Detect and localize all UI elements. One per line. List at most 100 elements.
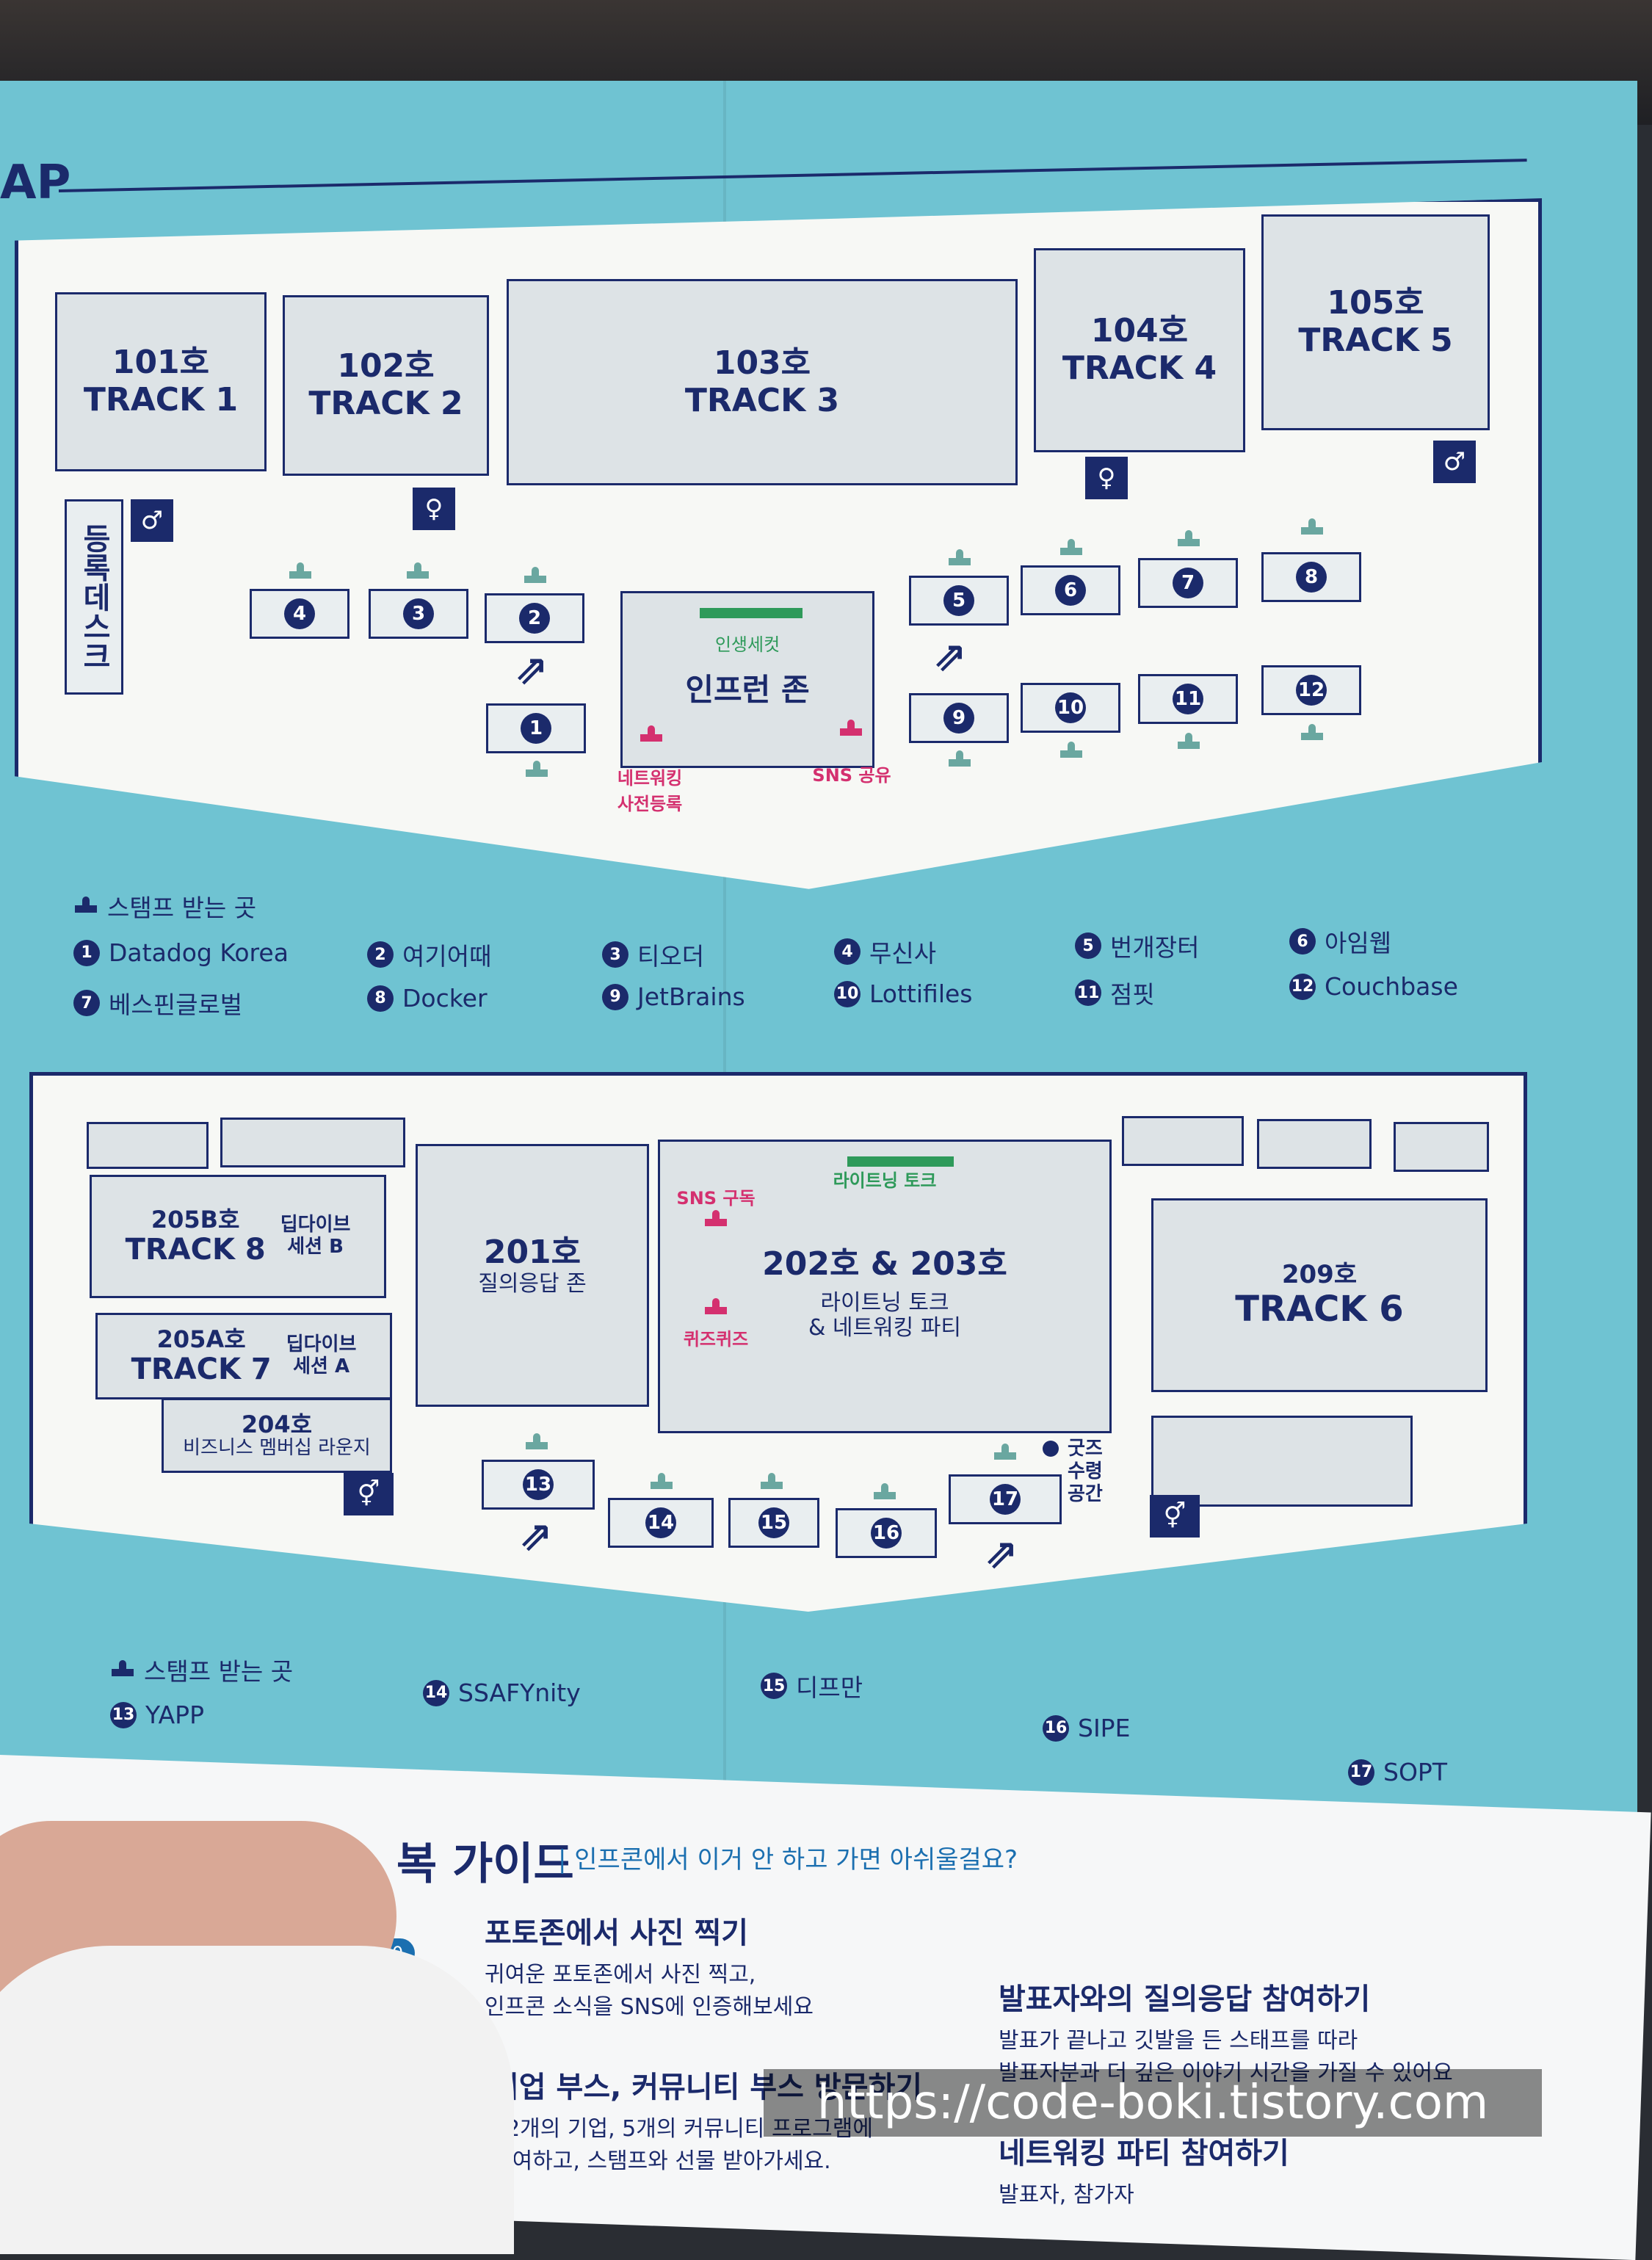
room-204: 204호 비즈니스 멤버십 라운지 (162, 1398, 392, 1473)
sns-share-label: SNS 공유 (812, 765, 891, 786)
restroom-icon: ♂ (131, 499, 173, 542)
room-track: TRACK 6 (1235, 1288, 1404, 1330)
legend-name: 티오더 (637, 942, 705, 971)
room-202-203: 라이트닝 토크 202호 & 203호 라이트닝 토크 & 네트워킹 파티 (658, 1140, 1112, 1433)
registration-desk: 등록데스크 (65, 499, 123, 695)
quiz-label: 퀴즈퀴즈 (683, 1329, 749, 1350)
room-number: 205B호 (151, 1205, 240, 1234)
stamp-icon (947, 549, 972, 568)
room-number: 101호 (112, 344, 210, 382)
stamp-icon (524, 761, 549, 780)
booth-number: 3 (403, 598, 434, 629)
booth-number: 7 (1173, 568, 1203, 598)
legend-number: 8 (367, 985, 394, 1012)
legend-number: 13 (110, 1701, 137, 1728)
booth-11: 11 (1138, 674, 1238, 724)
legend-stamp: 스탬프 받는 곳 (110, 1652, 293, 1687)
stamp-icon (110, 1660, 135, 1679)
room-track: TRACK 4 (1062, 349, 1217, 387)
small-room (1394, 1122, 1489, 1172)
room-105: 105호 TRACK 5 (1261, 214, 1490, 430)
room-sub: 딥다이브 세션 A (286, 1333, 357, 1377)
legend-stamp-label: 스탬프 받는 곳 (107, 894, 257, 922)
room-track: TRACK 3 (684, 381, 840, 419)
legend-item: 8 Docker (367, 984, 488, 1013)
restroom-icon: ♂ (1433, 441, 1476, 483)
booth-17: 17 (949, 1474, 1062, 1524)
sns-follow-label: SNS 구독 (676, 1188, 756, 1209)
legend-number: 6 (1289, 928, 1316, 955)
room-track: TRACK 1 (83, 381, 239, 419)
stamp-icon (639, 725, 664, 745)
guide-item-body: 12개의 기업, 5개의 커뮤니티 프로그램에 참여하고, 스탬프와 선물 받아… (492, 2116, 873, 2174)
booth-number: 4 (284, 598, 315, 629)
room-101: 101호 TRACK 1 (55, 292, 267, 471)
guide-item-title: 기업 부스, 커뮤니티 부스 방문하기 (492, 2071, 923, 2104)
legend-name: 베스핀글로벌 (109, 990, 243, 1019)
legend-item: 14 SSAFYnity (423, 1678, 581, 1707)
booth-number: 11 (1173, 684, 1203, 714)
legend-item: 13 YAPP (110, 1701, 204, 1729)
stamp-icon (872, 1483, 897, 1502)
stamp-icon (703, 1210, 728, 1229)
room-number: 201호 (483, 1234, 582, 1271)
legend-number: 16 (1043, 1714, 1069, 1742)
room-track: TRACK 2 (308, 385, 463, 422)
zone-green-bar (700, 608, 803, 618)
booth-number: 9 (943, 703, 974, 734)
room-103: 103호 TRACK 3 (507, 279, 1018, 485)
booth-3: 3 (369, 589, 468, 639)
room-sub: 딥다이브 세션 B (280, 1214, 351, 1258)
booth-number: 2 (519, 603, 550, 634)
booth-number: 12 (1296, 675, 1327, 706)
guide-item-body: 발표자, 참가자 (999, 2182, 1134, 2208)
stamp-icon (1059, 742, 1084, 761)
legend-name: SSAFYnity (458, 1678, 581, 1707)
room-track: TRACK 8 (125, 1233, 266, 1267)
booth-number: 1 (521, 713, 551, 744)
legend-name: YAPP (145, 1701, 204, 1729)
guide-item-networking: 네트워킹 파티 참여하기 발표자, 참가자 (999, 2129, 1289, 2209)
booth-6: 6 (1021, 565, 1120, 615)
legend-number: 2 (367, 941, 394, 968)
booth-8: 8 (1261, 552, 1361, 602)
small-room (220, 1118, 405, 1167)
legend-name: Docker (402, 984, 488, 1013)
room-number: 209호 (1281, 1259, 1358, 1289)
goods-label: 굿즈 수령 공간 (1068, 1438, 1103, 1506)
restroom-icon: ♀ (1085, 457, 1128, 499)
guide-item-body: 귀여운 포토존에서 사진 찍고, 인프콘 소식을 SNS에 인증해보세요 (485, 1962, 814, 2020)
legend-number: 5 (1075, 932, 1101, 959)
legend-number: 17 (1348, 1759, 1374, 1786)
escalator-icon: ⇗ (932, 633, 967, 681)
booth-number: 10 (1055, 692, 1086, 723)
room-track: TRACK 5 (1298, 322, 1453, 359)
map-title: AP (0, 156, 71, 210)
legend-number: 14 (423, 1679, 449, 1706)
stamp-icon (1300, 724, 1325, 743)
guide-title: 복 가이드 (396, 1839, 574, 1890)
room-track: TRACK 7 (131, 1352, 272, 1387)
guide-item-title: 발표자와의 질의응답 참여하기 (999, 1982, 1371, 2016)
legend-stamp: 스탬프 받는 곳 (73, 888, 256, 924)
booth-14: 14 (608, 1498, 714, 1548)
legend-number: 1 (73, 939, 100, 966)
legend-item: 1 Datadog Korea (73, 938, 289, 967)
legend-number: 15 (761, 1673, 787, 1699)
legend-name: Datadog Korea (109, 938, 289, 967)
booth-15: 15 (728, 1498, 819, 1548)
restroom-icon: ♀ (413, 488, 455, 530)
guide-item-title: 네트워킹 파티 참여하기 (999, 2137, 1289, 2170)
guide-subtitle: | 인프콘에서 이거 안 하고 가면 아쉬울걸요? (558, 1845, 1018, 1875)
lightning-tag: 라이트닝 토크 (833, 1170, 937, 1191)
small-room (87, 1122, 209, 1169)
